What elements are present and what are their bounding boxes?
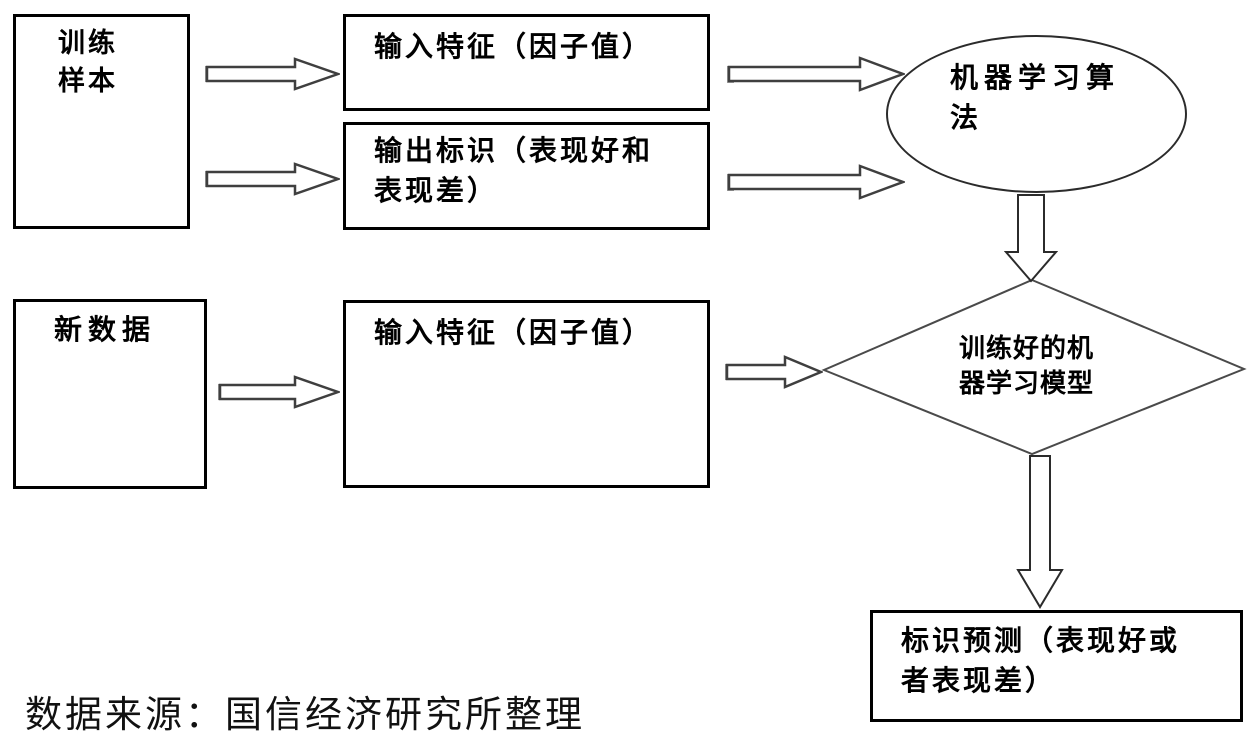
- node-input-features-train: 输入特征（因子值）: [343, 14, 710, 111]
- arrow-output-to-algorithm-icon: [727, 164, 905, 200]
- node-input-features-new: 输入特征（因子值）: [343, 300, 710, 488]
- source-note: 数据来源：国信经济研究所整理: [25, 693, 585, 732]
- node-output-labels-train: 输出标识（表现好和表现差）: [343, 122, 710, 230]
- arrow-newdata-to-input-icon: [218, 375, 340, 409]
- arrow-input-to-model-icon: [725, 355, 823, 389]
- arrow-input-to-algorithm-icon: [727, 56, 905, 92]
- node-prediction-output: 标识预测（表现好或者表现差）: [870, 610, 1243, 722]
- node-new-data-label: 新数据: [54, 313, 157, 346]
- arrow-model-to-prediction-icon: [1016, 455, 1064, 609]
- node-input-features-train-label: 输入特征（因子值）: [374, 30, 654, 63]
- node-trained-model-label: 训练好的机器学习模型: [959, 334, 1095, 399]
- node-training-sample: 训练样本: [13, 14, 190, 229]
- arrow-training-to-output-icon: [205, 162, 340, 196]
- node-new-data: 新数据: [13, 299, 207, 489]
- node-output-labels-train-label: 输出标识（表现好和表现差）: [374, 134, 654, 207]
- node-prediction-output-label: 标识预测（表现好或者表现差）: [901, 624, 1181, 697]
- node-input-features-new-label: 输入特征（因子值）: [374, 316, 654, 349]
- arrow-algorithm-to-model-icon: [1004, 194, 1058, 283]
- arrow-training-to-input-icon: [205, 57, 340, 91]
- node-ml-algorithm-label: 机器学习算法: [950, 61, 1121, 134]
- node-trained-model: 训练好的机器学习模型: [818, 274, 1250, 460]
- node-training-sample-label: 训练样本: [58, 28, 118, 97]
- node-trained-model-shape: [821, 278, 1247, 456]
- node-ml-algorithm: [886, 35, 1187, 193]
